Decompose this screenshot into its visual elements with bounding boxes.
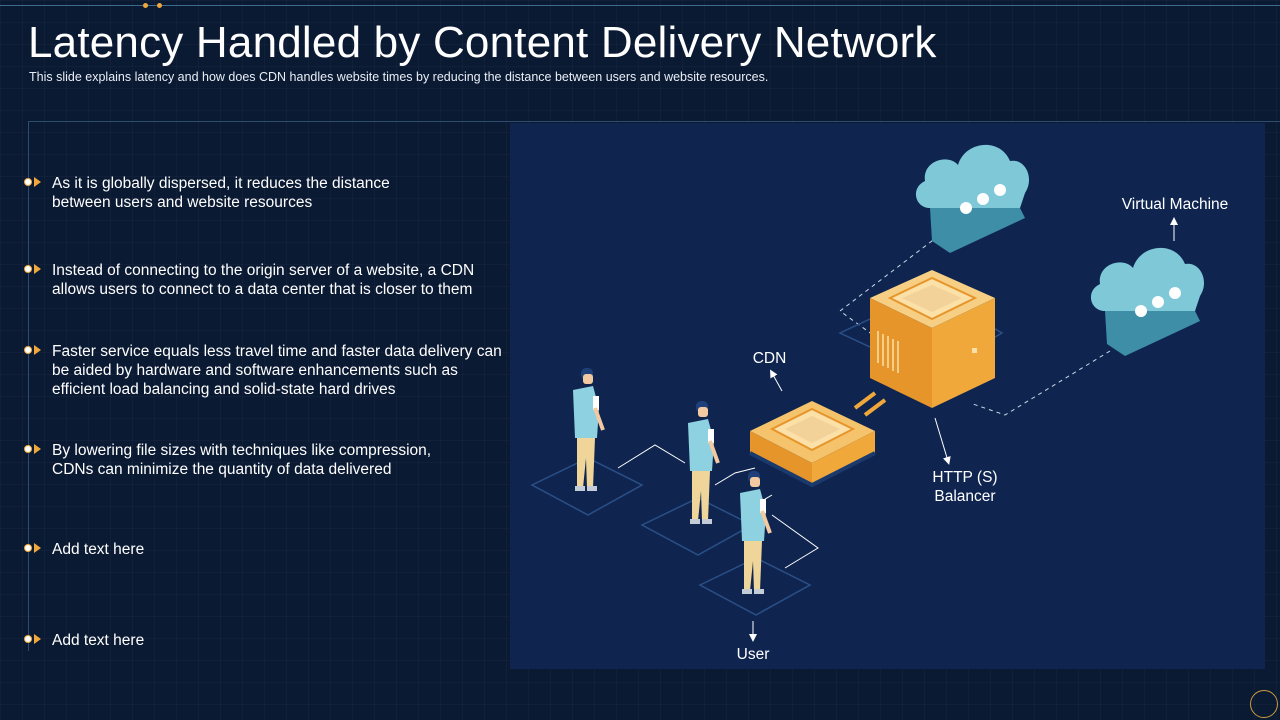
cdn-diagram-panel: CDN Virtual Machine HTTP (S) Balancer Us… [510,123,1265,669]
bullet-arrow-icon [24,631,46,647]
bullet-point: Add text here [24,631,502,650]
balancer-label: HTTP (S) Balancer [915,468,1015,506]
balancer-server-icon [870,270,995,408]
user-label: User [736,646,770,663]
bullet-point: Faster service equals less travel time a… [24,342,502,399]
bullet-text: Add text here [52,541,145,558]
balancer-label-line: Balancer [934,488,996,505]
bullet-point: Instead of connecting to the origin serv… [24,261,502,299]
cdn-server-icon [749,401,876,488]
user-figure-icon [740,471,772,594]
bullet-text: Add text here [52,632,145,649]
corner-ring-icon [1250,690,1278,718]
virtual-machine-label: Virtual Machine [1121,196,1229,213]
user-figure-icon [573,368,605,491]
top-rule-dot [143,3,148,8]
bullet-text: As it is globally dispersed, it reduces … [52,175,390,211]
bullet-point: As it is globally dispersed, it reduces … [24,174,412,212]
cloud-icon [915,144,1030,253]
bullet-arrow-icon [24,441,46,457]
bullet-arrow-icon [24,174,46,190]
balancer-label-line: HTTP (S) [932,469,998,486]
header-divider [28,121,1280,122]
bullet-text: By lowering file sizes with techniques l… [52,442,432,478]
user-figure-icon [688,401,720,524]
bullet-arrow-icon [24,261,46,277]
cdn-label: CDN [752,350,787,367]
timeline-line [28,121,29,651]
page-subtitle: This slide explains latency and how does… [29,70,769,84]
bullet-point: Add text here [24,540,502,559]
top-rule [0,5,1280,6]
bullet-text: Instead of connecting to the origin serv… [52,262,475,298]
cdn-diagram [530,144,1205,642]
cloud-icon [1090,247,1205,356]
page-title: Latency Handled by Content Delivery Netw… [28,18,937,67]
bullet-point: By lowering file sizes with techniques l… [24,441,452,479]
label-pointers [749,217,1178,642]
bullet-arrow-icon [24,342,46,358]
bullet-arrow-icon [24,540,46,556]
top-rule-dot [157,3,162,8]
exchange-arrows-icon [853,391,887,417]
bullet-text: Faster service equals less travel time a… [52,343,502,398]
